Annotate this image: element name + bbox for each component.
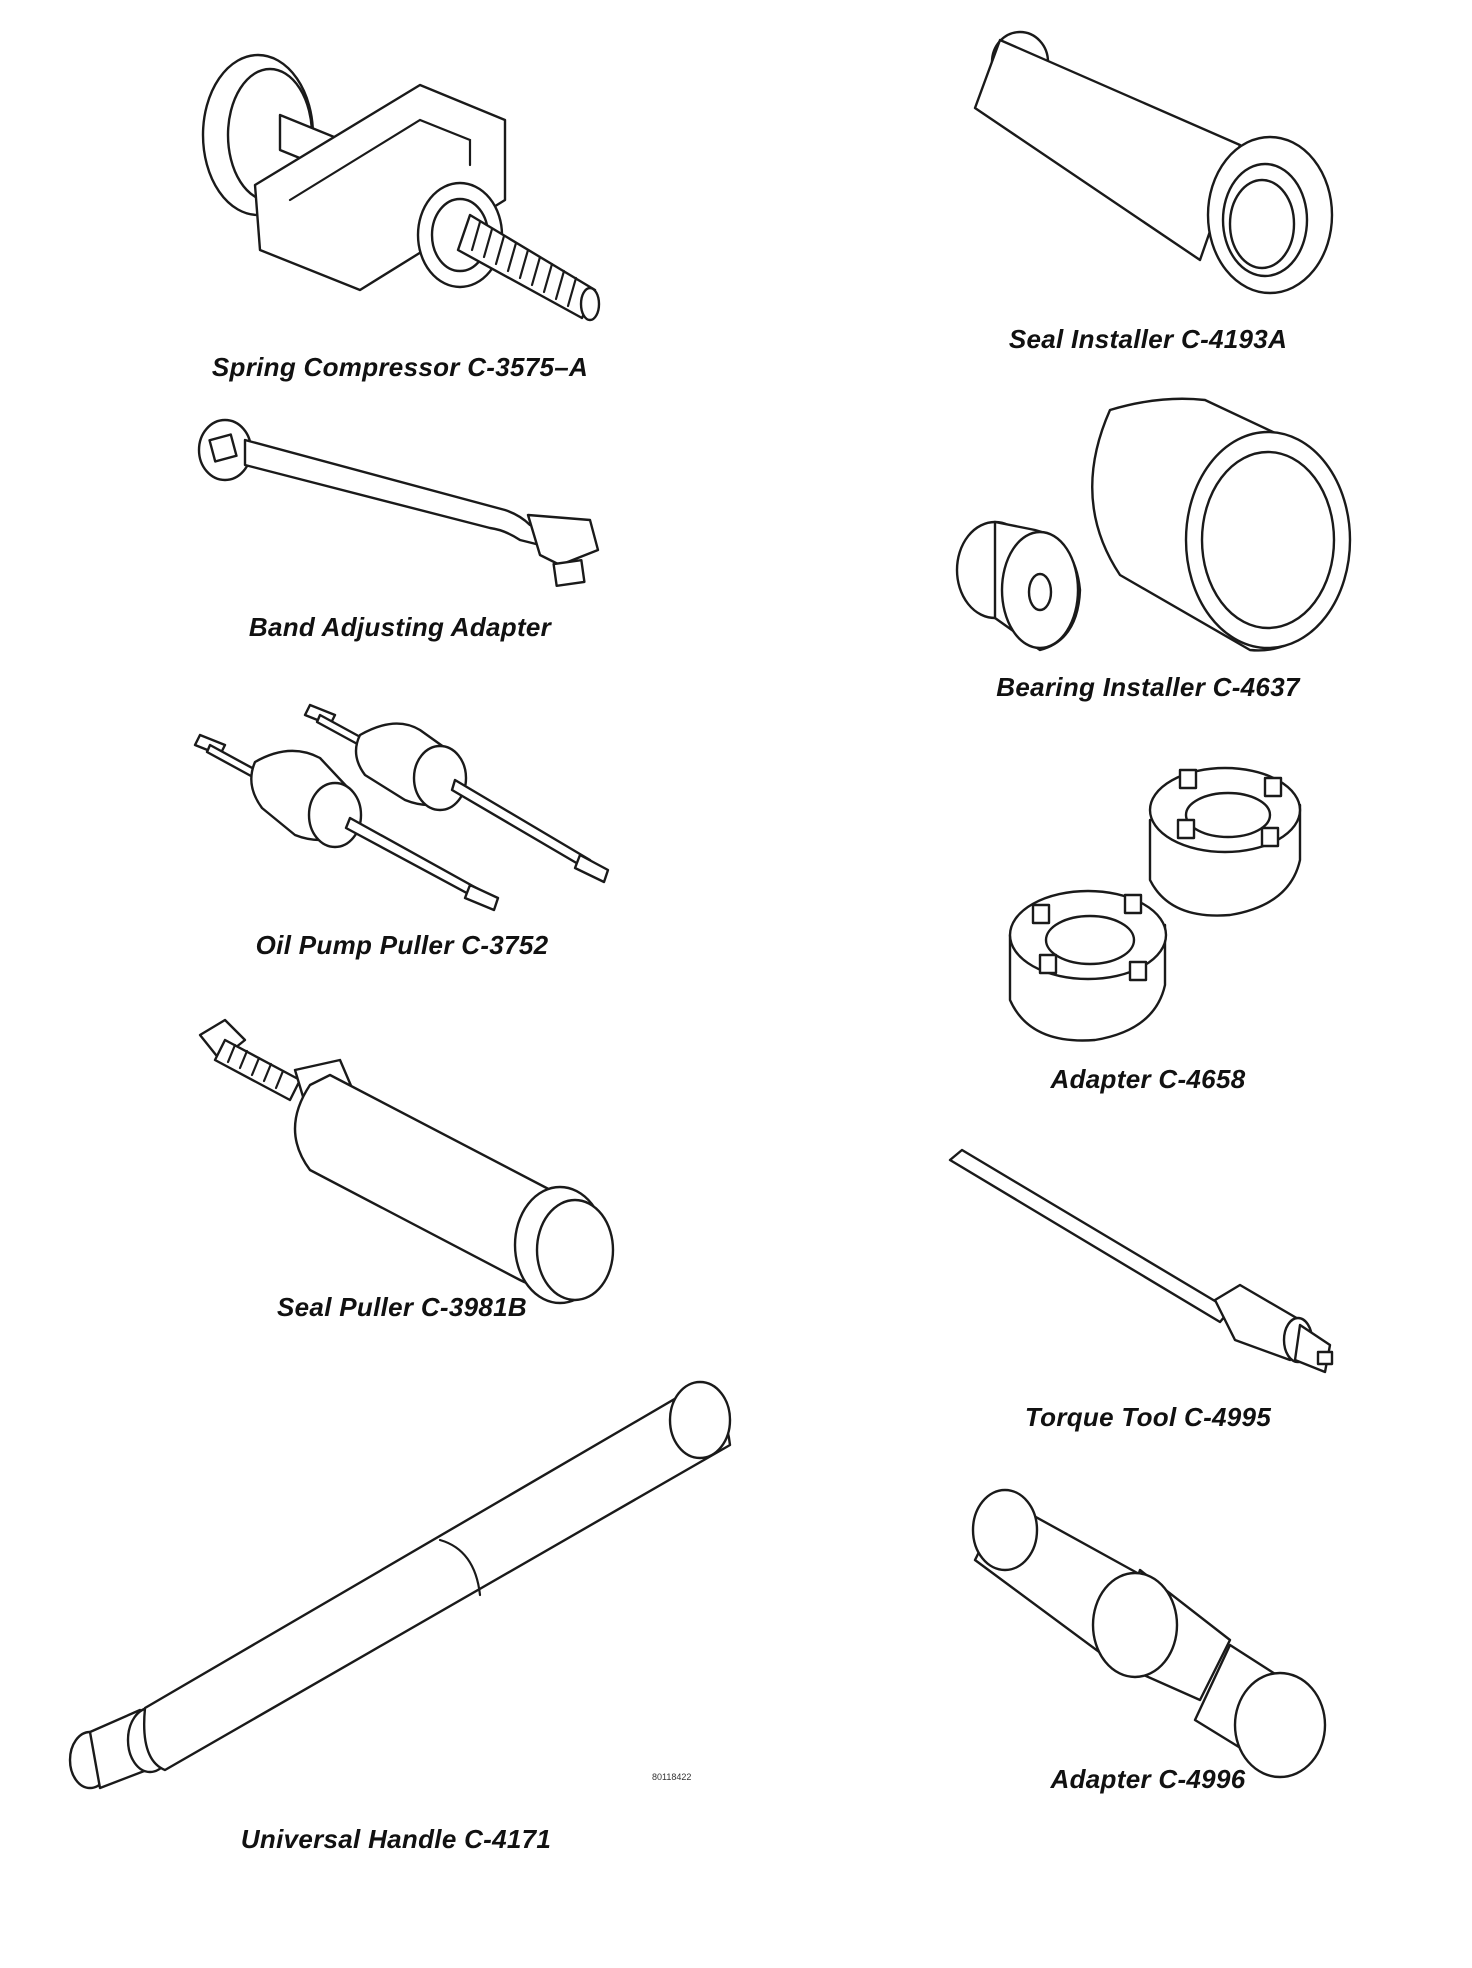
adapter-c4658-drawing	[1008, 766, 1302, 1042]
figure-reference-number: 80118422	[652, 1772, 692, 1782]
seal-installer-caption: Seal Installer C-4193A	[1008, 324, 1288, 354]
universal-handle-caption: Universal Handle C-4171	[240, 1824, 552, 1854]
oil-pump-puller-caption: Oil Pump Puller C-3752	[255, 930, 549, 960]
universal-handle-drawing	[68, 1380, 732, 1790]
torque-tool-caption: Torque Tool C-4995	[1024, 1402, 1272, 1432]
torque-tool-drawing	[948, 1148, 1334, 1374]
adapter-c4996-caption: Adapter C-4996	[1050, 1764, 1246, 1794]
bearing-installer-drawing	[955, 397, 1352, 652]
adapter-c4658-caption: Adapter C-4658	[1050, 1064, 1246, 1094]
oil-pump-puller-drawing	[193, 703, 610, 912]
band-adjusting-adapter-drawing	[197, 418, 600, 588]
bearing-installer-caption: Bearing Installer C-4637	[996, 672, 1300, 702]
band-adjusting-adapter-caption: Band Adjusting Adapter	[248, 612, 552, 642]
spring-compressor-caption: Spring Compressor C-3575–A	[211, 352, 589, 382]
adapter-c4996-drawing	[971, 1488, 1327, 1779]
seal-installer-drawing	[973, 30, 1334, 295]
seal-puller-drawing	[198, 1018, 615, 1305]
seal-puller-caption: Seal Puller C-3981B	[277, 1292, 527, 1322]
spring-compressor-drawing	[201, 53, 601, 322]
